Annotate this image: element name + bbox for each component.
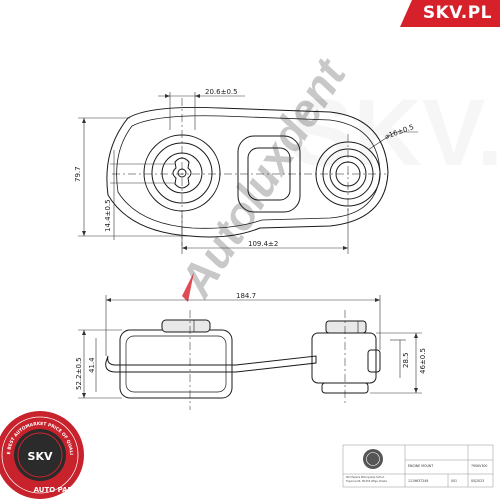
quality-seal: THE BEST AUTOMARKET PRICE OF QUALITY SKV… [0, 0, 84, 499]
top-inner-outline [116, 115, 381, 229]
dim-height-left: 79.7 [74, 166, 82, 182]
left-top-bushing [161, 319, 211, 333]
side-view [105, 310, 381, 410]
title-date: 05/2023 [471, 479, 484, 483]
top-body-outline [106, 106, 389, 238]
title-stamp [363, 449, 383, 469]
left-rubber-inner [125, 335, 227, 393]
brand-badge-bg [400, 0, 500, 27]
title-address: Trojanow 64, 08-455 Wilga, Polska [346, 480, 387, 483]
watermark-logo-mark [182, 272, 194, 302]
arm-plate [105, 355, 317, 373]
seal-ring-text: THE BEST AUTOMARKET PRICE OF QUALITY [0, 0, 74, 455]
title-part-name: ENGINE MOUNT [408, 464, 433, 468]
title-sheet: 001 [451, 479, 457, 483]
right-ring [367, 349, 381, 373]
side-arrows [82, 298, 418, 398]
title-part-code: 79SKV300 [471, 464, 487, 468]
left-rubber-block [119, 329, 233, 399]
keyhole-slot [172, 157, 192, 189]
dim-side-h4: 46±0.5 [419, 348, 427, 374]
seal-center: SKV [28, 450, 53, 463]
dim-side-h3: 28.5 [402, 352, 410, 368]
dim-center-dist: 109.4±2 [248, 240, 278, 248]
dim-top-width: 20.6±0.5 [205, 88, 238, 96]
right-body [311, 332, 377, 384]
side-dimensions [78, 295, 422, 399]
dim-overall-length: 184.7 [236, 292, 256, 300]
dim-side-h1: 52.2±0.5 [75, 357, 83, 390]
title-ref-number: 1119637249 [408, 479, 428, 483]
dim-side-h2: 41.4 [88, 357, 96, 373]
dim-slot: 14.4±0.5 [104, 199, 112, 232]
top-arrows [82, 94, 348, 250]
seal-bottom: AUTO PARTS [34, 486, 83, 494]
top-dimensions [78, 92, 418, 254]
top-view [106, 98, 389, 246]
title-company: SKV Esperis Motoryzacja S.P.K.A. [346, 476, 385, 479]
brand-logo: SKV.PL [422, 3, 492, 23]
right-upper-cap [325, 320, 367, 334]
